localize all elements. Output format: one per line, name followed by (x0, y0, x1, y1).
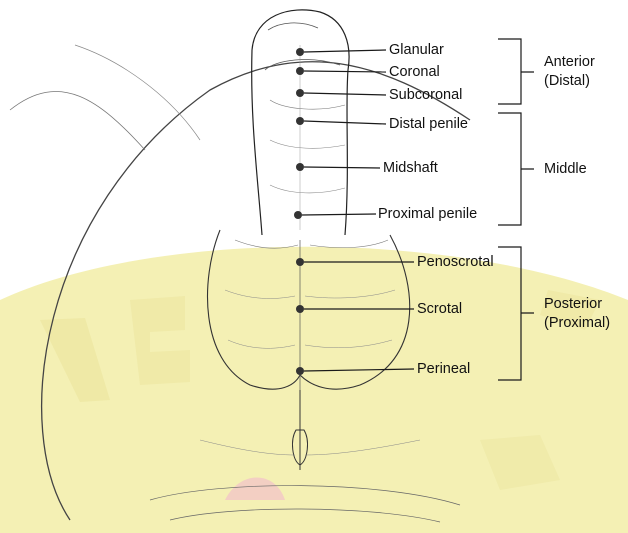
dot-distal-penile (296, 117, 304, 125)
dot-subcoronal (296, 89, 304, 97)
dot-scrotal (296, 305, 304, 313)
group-anterior-line2: (Distal) (544, 72, 595, 91)
bracket-middle (498, 113, 534, 225)
group-middle-line1: Middle (544, 160, 587, 179)
dot-penoscrotal (296, 258, 304, 266)
dot-perineal (296, 367, 304, 375)
dot-midshaft (296, 163, 304, 171)
label-scrotal: Scrotal (417, 301, 462, 317)
label-coronal: Coronal (389, 64, 440, 80)
label-penoscrotal: Penoscrotal (417, 254, 494, 270)
group-label-posterior: Posterior (Proximal) (544, 295, 610, 333)
dot-glanular (296, 48, 304, 56)
group-anterior-line1: Anterior (544, 53, 595, 72)
label-glanular: Glanular (389, 42, 444, 58)
label-subcoronal: Subcoronal (389, 87, 462, 103)
dot-proximal-penile (294, 211, 302, 219)
label-distal-penile: Distal penile (389, 116, 468, 132)
bracket-anterior (498, 39, 534, 104)
dot-coronal (296, 67, 304, 75)
label-perineal: Perineal (417, 361, 470, 377)
label-midshaft: Midshaft (383, 160, 438, 176)
group-label-anterior: Anterior (Distal) (544, 53, 595, 91)
label-proximal-penile: Proximal penile (378, 206, 477, 222)
watermark (0, 247, 628, 533)
group-posterior-line1: Posterior (544, 295, 610, 314)
group-label-middle: Middle (544, 160, 587, 179)
group-posterior-line2: (Proximal) (544, 314, 610, 333)
